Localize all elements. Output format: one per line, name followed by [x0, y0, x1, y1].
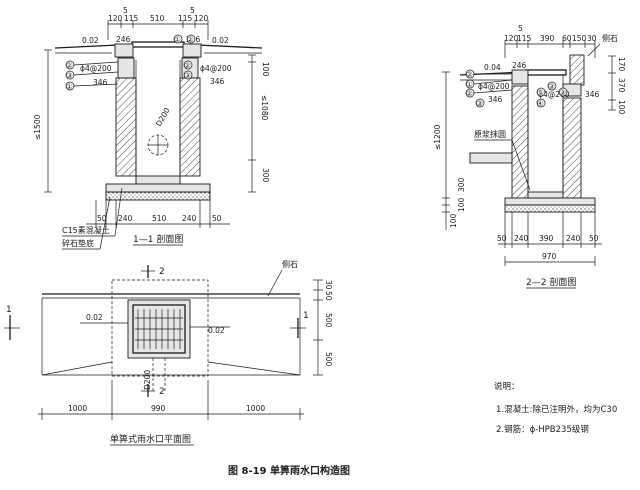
- s2-left-bottom-dim-1: 100: [457, 197, 466, 212]
- s1-gradient-right: 0.02: [212, 36, 229, 45]
- s1-top-dim-2: 115: [124, 14, 139, 23]
- s1-top-dim-5: 120: [194, 14, 209, 23]
- s1-bottom-dim-2: 510: [152, 214, 167, 223]
- plan-gradient-right: 0.02: [208, 326, 225, 335]
- s2-marker-6: ④: [537, 99, 544, 108]
- s2-gradient: 0.04: [484, 63, 501, 72]
- plan-bottom-dim-2: 1000: [246, 404, 265, 413]
- plan-bottom-dim-1: 990: [151, 404, 166, 413]
- plan-section-mark-2-bottom: 2: [159, 387, 165, 397]
- plan-bottom-dim-0: 1000: [68, 404, 87, 413]
- s1-top-dim-1: 120: [108, 14, 123, 23]
- s2-top-dim-4: 60: [562, 34, 572, 43]
- s1-marker-right-1: ②: [187, 35, 194, 44]
- s1-gravel-label: 碎石垫底: [62, 238, 94, 248]
- s1-top-dim-6: 5: [190, 6, 195, 15]
- s1-pipe-label: D200: [154, 106, 172, 128]
- s2-total-dim: 970: [542, 252, 557, 261]
- plan-right-dim-0: 30: [324, 280, 333, 290]
- s2-dim-346-b: 346: [585, 90, 600, 99]
- s2-top-dim-2: 115: [517, 34, 532, 43]
- notes-item-2: 2.钢筋：ϕ-HPB235级钢: [496, 424, 589, 435]
- s1-gradient-left: 0.02: [82, 36, 99, 45]
- s2-marker-5: ③: [559, 88, 566, 97]
- s2-marker-7: ⑤: [537, 88, 544, 97]
- plan-pipe-label: D200: [143, 370, 152, 390]
- s1-marker-right-3: ③: [184, 71, 191, 80]
- s1-top-dim-4: 115: [178, 14, 193, 23]
- s1-title: 1—1 剖面图: [133, 233, 183, 245]
- s2-top-dim-6: 30: [587, 34, 597, 43]
- s2-right-dim-0: 170: [617, 57, 626, 72]
- s2-dim-346-a: 346: [488, 95, 503, 104]
- s2-top-dim-0: 5: [518, 24, 523, 33]
- s2-right-dim-2: 100: [617, 100, 626, 115]
- notes: 说明： 1.混凝土:除已注明外，均为C30 2.钢筋：ϕ-HPB235级钢: [494, 381, 617, 435]
- s2-right-dim-1: 370: [617, 78, 626, 93]
- plan-right-dim-2: 500: [324, 313, 333, 328]
- s2-bottom-dim-2: 390: [539, 234, 554, 243]
- s1-dim-346-right: 346: [210, 77, 225, 86]
- s2-left-bottom-dim-0: 100: [449, 213, 458, 228]
- s1-rebar-left: ϕ4@200: [80, 64, 112, 73]
- s1-dim-246-left: 246: [116, 35, 131, 44]
- s1-dim-346-left: 346: [93, 78, 108, 87]
- s1-rebar-right: ϕ4@200: [200, 64, 232, 73]
- s1-marker-left-2: ①: [66, 82, 73, 91]
- s1-bottom-dim-0: 50: [97, 214, 107, 223]
- s2-top-dim-3: 390: [540, 34, 555, 43]
- s2-bottom-dim-0: 50: [497, 234, 507, 243]
- plan-section-mark-2-top: 2: [159, 267, 165, 277]
- s2-top-dim-1: 120: [504, 34, 519, 43]
- s2-bottom-dim-4: 50: [589, 234, 599, 243]
- plan-gradient-left: 0.02: [86, 313, 103, 322]
- s2-bottom-dim-1: 240: [514, 234, 529, 243]
- s1-marker-right-2: ②: [184, 61, 191, 70]
- s1-left-dim: ≤1500: [33, 114, 42, 140]
- plan-curb-label: 侧石: [282, 259, 298, 269]
- s2-marker-3: ③: [476, 99, 483, 108]
- s1-bottom-dim-4: 50: [212, 214, 222, 223]
- s1-marker-left-0: ②: [66, 61, 73, 70]
- s1-bottom-dim-1: 240: [118, 214, 133, 223]
- s2-bottom-dim-3: 240: [566, 234, 581, 243]
- s1-top-dim-3: 510: [150, 14, 165, 23]
- s2-top-dim-5: 150: [572, 34, 587, 43]
- s2-rebar-right: ϕ4@200: [538, 90, 570, 99]
- grate-bars: [135, 309, 183, 349]
- plan-section-mark-1-right: 1: [303, 311, 309, 321]
- s1-right-dim-1: ≤1080: [260, 95, 269, 121]
- s2-marker-2: ②: [466, 89, 473, 98]
- s1-right-dim-0: 100: [261, 62, 270, 77]
- plan-right-dim-3: 500: [324, 352, 333, 367]
- s2-left-bottom-dim-2: 300: [457, 177, 466, 192]
- plan-view: 2 侧石 0.02 0.02: [4, 259, 333, 446]
- plan-title: 单箅式雨水口平面图: [110, 433, 191, 445]
- s2-curb-label: 侧石: [602, 33, 618, 43]
- s2-mortar-label: 原浆抹圆: [474, 129, 506, 139]
- s1-bottom-dim-3: 240: [182, 214, 197, 223]
- s2-marker-0: ②: [466, 70, 473, 79]
- s1-right-dim-2: 300: [261, 168, 270, 183]
- s2-left-dim: ≤1200: [433, 124, 442, 150]
- s2-title: 2—2 剖面图: [526, 276, 576, 288]
- notes-item-1: 1.混凝土:除已注明外，均为C30: [496, 404, 617, 415]
- plan-right-dim-1: 50: [324, 291, 333, 301]
- section-2-2: 5 120 115 390 60 150 30 侧石 0.04 246 ϕ4@2…: [433, 24, 626, 289]
- s1-top-dim-0: 5: [123, 6, 128, 15]
- s1-concrete-label: C15素混凝土: [62, 225, 110, 235]
- s2-marker-1: ①: [466, 80, 473, 89]
- s1-marker-left-1: ③: [66, 71, 73, 80]
- notes-heading: 说明：: [494, 381, 520, 392]
- plan-section-mark-1-left: 1: [6, 305, 12, 315]
- s2-dim-246: 246: [512, 61, 527, 70]
- s2-marker-4: ③: [548, 82, 555, 91]
- section-1-1: 5 120 115 510 115 120 5 0.02 0.02 246 24…: [33, 6, 270, 250]
- s2-rebar-left: ϕ4@200: [478, 82, 510, 91]
- figure-caption: 图 8-19 单箅雨水口构造图: [228, 464, 350, 477]
- s1-marker-right-0: ①: [174, 35, 181, 44]
